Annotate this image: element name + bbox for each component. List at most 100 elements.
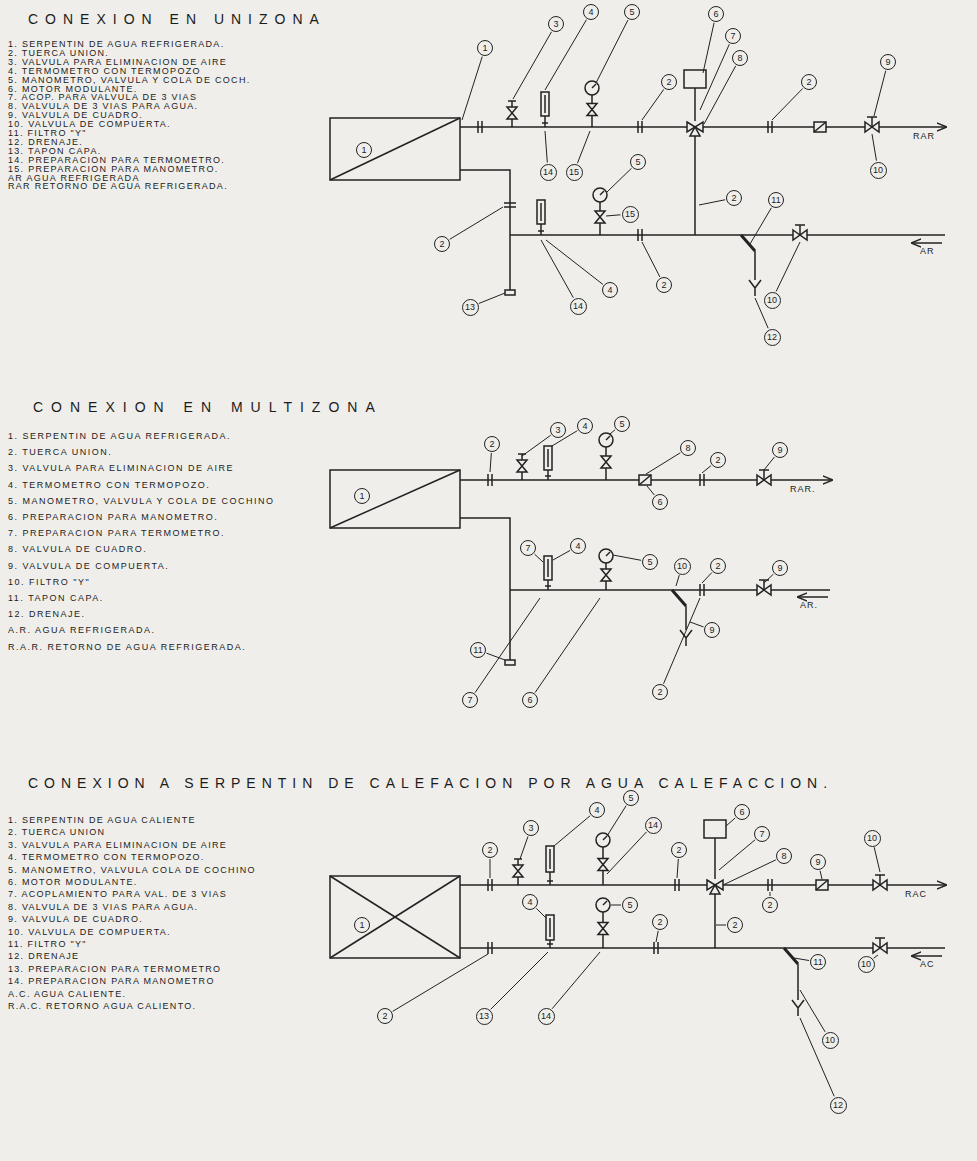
parts-list-item: 14. PREPARACION PARA TERMOMETRO. <box>8 156 225 165</box>
parts-list-item: 12. DRENAJE. <box>8 138 83 147</box>
drain-pipe <box>685 606 687 630</box>
leader-line <box>764 457 774 470</box>
parts-list-item: 2. TUERCA UNION. <box>8 49 109 58</box>
callout-number: 7 <box>462 692 478 708</box>
section-title: CONEXION A SERPENTIN DE CALEFACION POR A… <box>28 776 833 790</box>
needle-valve <box>598 923 608 935</box>
callout-number: 5 <box>614 416 630 432</box>
callout-text: 10 <box>677 562 687 571</box>
parts-list-item: 12. DRENAJE. <box>8 610 86 619</box>
callout-number: 2 <box>671 842 687 858</box>
coil-number: 1 <box>354 917 370 933</box>
y-strainer <box>672 590 686 606</box>
parts-list-item: 5. MANOMETRO, VALVULA Y COLA DE COCHINO <box>8 497 274 506</box>
callout-text: 11 <box>771 196 780 205</box>
callout-text: 2 <box>715 456 720 465</box>
callout-text: 9 <box>777 564 782 573</box>
callout-text: 10 <box>861 960 871 969</box>
leader-line <box>490 859 491 878</box>
callout-number: 3 <box>548 16 564 32</box>
parts-list-item: 11. FILTRO "Y" <box>8 940 87 949</box>
parts-list-item: 8. VALVULA DE 3 VIAS PARA AGUA. <box>8 102 198 111</box>
leader-line <box>577 131 590 163</box>
callout-text: 13 <box>479 1012 489 1021</box>
leader-line <box>646 453 680 474</box>
leader-line <box>479 293 505 303</box>
parts-list-item: 14. PREPARACION PARA MANOMETRO <box>8 977 215 986</box>
leader-line <box>677 859 678 878</box>
thermowell <box>540 224 542 235</box>
callout-text: 10 <box>873 166 883 175</box>
callout-number: 4 <box>577 418 593 434</box>
flow-arrow <box>912 955 942 957</box>
pressure-gauge <box>585 81 599 95</box>
thermometer-column <box>544 95 546 113</box>
union-nut <box>675 879 679 891</box>
leader-line <box>642 89 664 120</box>
callout-text: 14 <box>573 302 583 311</box>
union-nut <box>504 203 516 207</box>
callout-text: 8 <box>781 852 786 861</box>
thermowell-nut <box>538 230 544 232</box>
union-nut <box>488 879 492 891</box>
parts-list-item: 1. SERPENTIN DE AGUA REFRIGERADA. <box>8 40 224 49</box>
callout-text: 2 <box>666 78 671 87</box>
callout-number: 2 <box>656 277 672 293</box>
valve-coupling <box>714 838 716 879</box>
callout-number: 2 <box>727 917 743 933</box>
callout-text: 4 <box>594 806 599 815</box>
pressure-gauge <box>599 433 613 447</box>
callout-text: 5 <box>619 420 624 429</box>
callout-text: 8 <box>685 444 690 453</box>
callout-number: 11 <box>768 192 784 208</box>
callout-text: 7 <box>759 830 764 839</box>
callout-text: 2 <box>676 846 681 855</box>
thermowell-nut <box>547 943 553 945</box>
coil-box <box>330 118 460 180</box>
callout-text: 5 <box>629 8 634 17</box>
thermometer-column <box>549 849 551 869</box>
leader-line <box>702 573 712 583</box>
callout-number: 4 <box>583 4 599 20</box>
leader-line <box>611 905 621 906</box>
callout-number: 2 <box>726 190 742 206</box>
needle-valve <box>587 104 597 116</box>
leader-lines <box>393 20 886 1097</box>
callout-number: 2 <box>434 236 450 252</box>
callout-text: 10 <box>825 1036 835 1045</box>
callout-text: 2 <box>439 240 444 249</box>
callout-text: 12 <box>767 333 777 342</box>
callout-text: 5 <box>635 158 640 167</box>
leader-line <box>874 955 878 958</box>
parts-list-item: 9. VALVULA DE COMPUERTA. <box>8 562 169 571</box>
callout-text: 8 <box>737 54 742 63</box>
parts-list-item: 2. TUERCA UNION <box>8 828 105 837</box>
leader-line <box>545 131 547 163</box>
callout-text: 4 <box>607 286 612 295</box>
parts-list-item: 8. VALVULA DE 3 VIAS PARA AGUA. <box>8 903 198 912</box>
leader-line <box>703 23 714 73</box>
gauge-needle <box>606 552 610 556</box>
callout-number: 10 <box>858 956 875 973</box>
flow-label: AR <box>920 247 935 256</box>
leader-line <box>607 806 626 836</box>
callout-text: 6 <box>657 498 662 507</box>
callout-text: 2 <box>715 562 720 571</box>
section-title: CONEXION EN UNIZONA <box>28 12 326 26</box>
callout-number: 2 <box>710 452 726 468</box>
callout-number: 4 <box>522 894 538 910</box>
parts-list-item: 6. MOTOR MODULANTE. <box>8 878 138 887</box>
thermowell <box>549 872 551 885</box>
union-nut <box>478 121 482 133</box>
callout-text: 3 <box>553 20 558 29</box>
callout-number: 15 <box>566 164 583 181</box>
pipe-cap <box>505 660 515 665</box>
callout-number: 2 <box>661 74 677 90</box>
parts-list-item: 12. DRENAJE <box>8 952 79 961</box>
callout-text: 2 <box>767 901 772 910</box>
parts-list-item: 13. PREPARACION PARA TERMOMETRO <box>8 965 221 974</box>
flow-label: RAC <box>905 890 927 899</box>
pressure-gauge <box>596 898 610 912</box>
callout-text: 2 <box>489 440 494 449</box>
leader-line <box>553 550 570 560</box>
